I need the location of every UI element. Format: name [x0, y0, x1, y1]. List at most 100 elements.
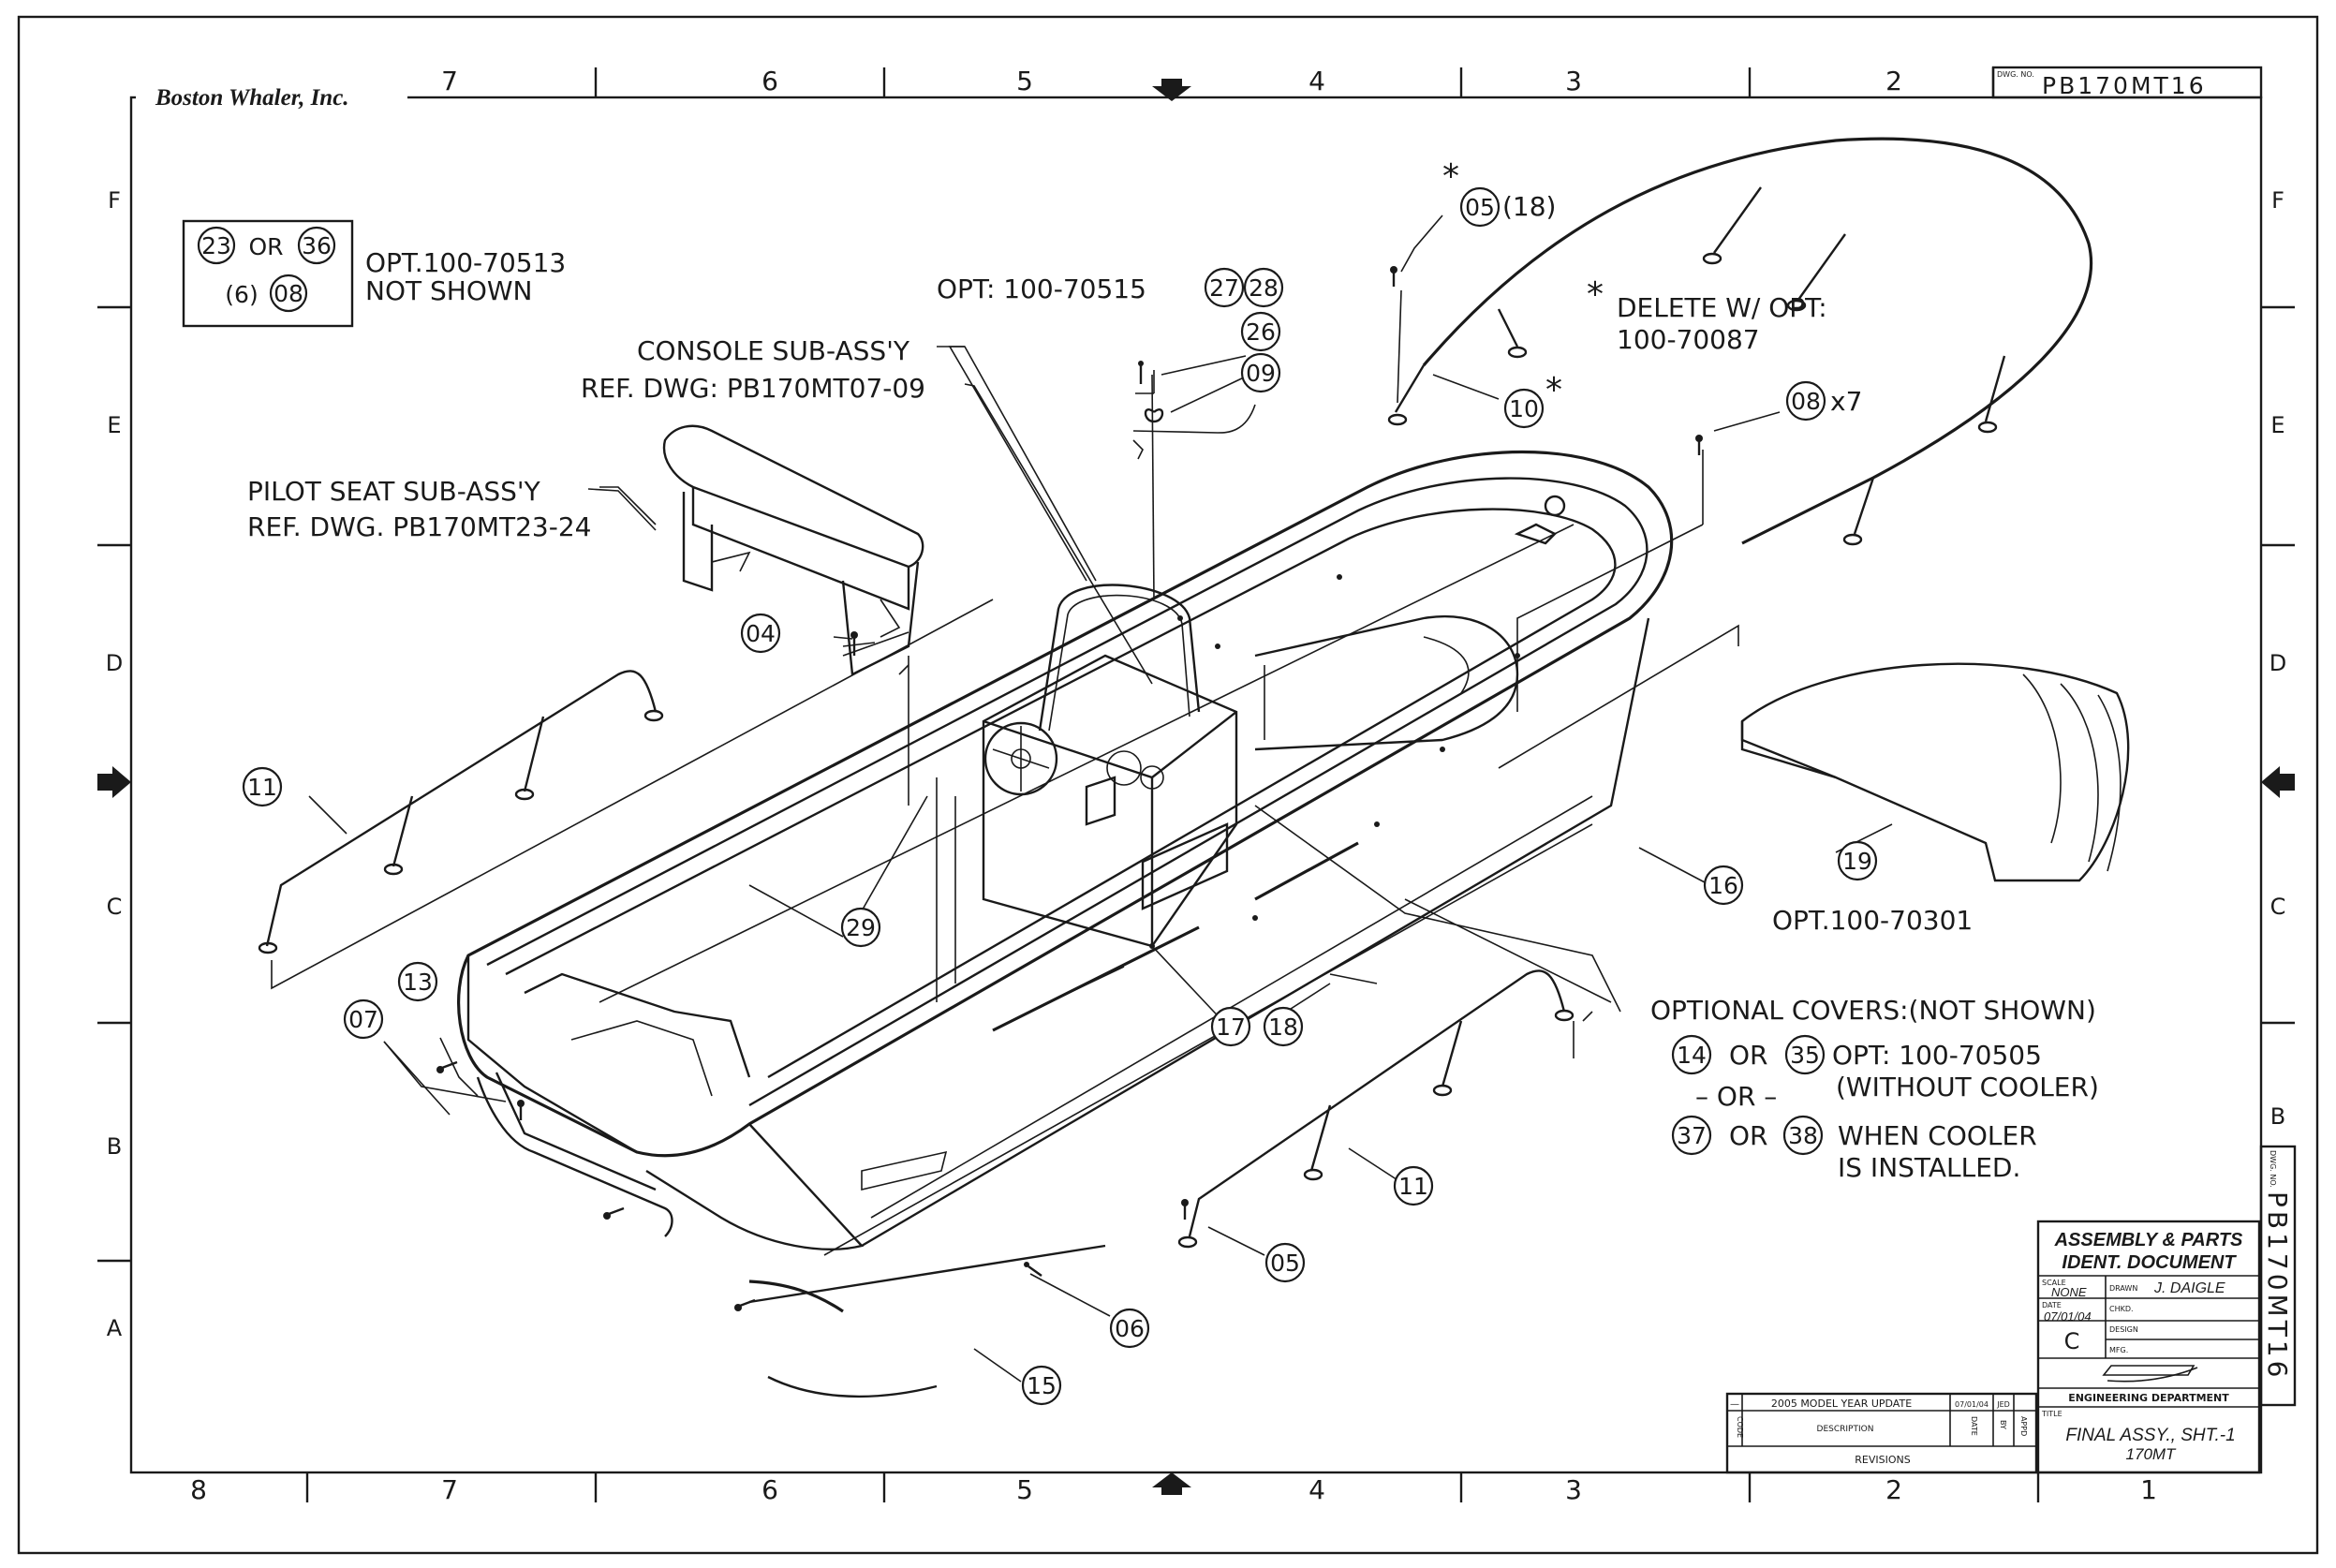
grid-left-D: D [106, 650, 123, 676]
note-covers-opt: OPT: 100-70505 [1832, 1040, 2042, 1071]
grid-top-4: 4 [1308, 66, 1325, 96]
callout-07: 07 [348, 1006, 378, 1033]
note-x7: x7 [1830, 386, 1862, 417]
rev-row-by: JED [1996, 1400, 2010, 1409]
grid-labels-top: 7 6 5 4 3 2 [441, 66, 1902, 96]
callout-23: 23 [201, 232, 231, 259]
asterisk-10: * [1545, 371, 1562, 409]
scale-value: NONE [2051, 1285, 2087, 1299]
grid-bottom-8: 8 [190, 1474, 207, 1505]
chkd-label: CHKD. [2109, 1305, 2134, 1313]
rev-row-date: 07/01/04 [1955, 1400, 1989, 1409]
left-grid-ticks [97, 305, 131, 1263]
note-console-ref: REF. DWG: PB170MT07-09 [581, 373, 925, 404]
callout-38: 38 [1788, 1122, 1818, 1149]
callout-04: 04 [746, 620, 776, 647]
dwg-no-label-side: DWG. NO. [2269, 1150, 2277, 1188]
cushion [1740, 662, 2130, 882]
grid-top-6: 6 [761, 66, 778, 96]
note-without-cooler: (WITHOUT COOLER) [1836, 1072, 2099, 1102]
bottom-grid-ticks [305, 1472, 2040, 1502]
grid-bottom-2: 2 [1885, 1474, 1902, 1505]
t-top [1387, 137, 2093, 546]
callout-27: 27 [1209, 274, 1239, 302]
design-label: DESIGN [2109, 1325, 2138, 1334]
center-arrows [97, 79, 2295, 1495]
right-grid-ticks [2261, 305, 2295, 1025]
callout-28: 28 [1249, 274, 1279, 302]
callout-6-paren: (6) [225, 281, 258, 308]
grid-right-E: E [2270, 412, 2284, 438]
callout-13: 13 [403, 969, 433, 996]
grid-top-2: 2 [1885, 66, 1902, 96]
rev-letter: C [2064, 1328, 2080, 1354]
grid-right-C: C [2270, 894, 2286, 920]
doc-title-1: ASSEMBLY & PARTS [2054, 1230, 2243, 1250]
whaler-logo-icon [2102, 1365, 2198, 1383]
callout-bubbles: 27 28 26 09 05 10 08 04 11 29 16 19 13 0… [242, 186, 1878, 1406]
rev-appd-header: APPD [2019, 1416, 2028, 1436]
rev-code-header: CODE [1736, 1416, 1744, 1438]
label-leaders [587, 346, 1097, 1002]
rev-row-mark: — [1730, 1399, 1739, 1410]
drawn-label: DRAWN [2109, 1284, 2137, 1293]
grid-right-B: B [2270, 1103, 2285, 1130]
boat-hull [457, 451, 1674, 1256]
option-box: 23 OR 36 (6) 08 [182, 219, 354, 328]
title-label: TITLE [2041, 1410, 2062, 1418]
grid-labels-bottom: 8 7 6 5 4 3 2 1 [190, 1474, 2157, 1505]
grid-labels-left: F E D C B A [106, 187, 123, 1341]
rev-footer: REVISIONS [1855, 1454, 1910, 1466]
callout-15: 15 [1027, 1372, 1057, 1399]
grid-top-7: 7 [441, 66, 458, 96]
grid-right-D: D [2269, 650, 2286, 676]
callout-18: 18 [1268, 1013, 1298, 1041]
note-console-subassy: CONSOLE SUB-ASS'Y [637, 335, 910, 366]
callout-09: 09 [1246, 360, 1276, 387]
dwg-number-side: DWG. NO. PB170MT16 [2259, 1145, 2297, 1407]
callout-36: 36 [302, 232, 332, 259]
grid-bottom-5: 5 [1016, 1474, 1033, 1505]
callout-35: 35 [1790, 1042, 1820, 1069]
company-logo: Boston Whaler, Inc. [155, 85, 349, 111]
callout-29: 29 [846, 914, 876, 941]
grid-right-F: F [2271, 187, 2284, 214]
grid-left-B: B [107, 1133, 122, 1160]
callout-08: 08 [1791, 388, 1821, 415]
mfg-label: MFG. [2109, 1346, 2128, 1354]
drawn-by: J. DAIGLE [2153, 1280, 2225, 1296]
rev-row-desc: 2005 MODEL YEAR UPDATE [1771, 1398, 1912, 1410]
stern-rails [476, 1072, 1106, 1398]
note-covers-or-1: OR [1729, 1040, 1768, 1071]
note-pilot-seat-subassy: PILOT SEAT SUB-ASS'Y [247, 476, 541, 507]
grid-left-F: F [108, 187, 121, 214]
asterisks: * * * [1442, 157, 1604, 409]
logo-bg [136, 81, 407, 114]
top-grid-ticks [594, 67, 1995, 97]
callout-17: 17 [1216, 1013, 1246, 1041]
date-label: DATE [2042, 1301, 2062, 1309]
sheet-title-2: 170MT [2126, 1445, 2178, 1463]
note-pilot-seat-ref: REF. DWG. PB170MT23-24 [247, 511, 591, 542]
date-value: 07/01/04 [2044, 1309, 2092, 1324]
callout-14: 14 [1677, 1042, 1707, 1069]
revisions-block: — 2005 MODEL YEAR UPDATE 07/01/04 JED CO… [1725, 1392, 2038, 1474]
bow-rail-right [1177, 969, 1575, 1249]
note-opt-100-70301: OPT.100-70301 [1772, 905, 1973, 936]
note-opt-100-70515: OPT: 100-70515 [937, 274, 1146, 304]
department: ENGINEERING DEPARTMENT [2068, 1392, 2229, 1404]
sheet-title-1: FINAL ASSY., SHT.-1 [2065, 1426, 2235, 1445]
leader-lines [271, 214, 1893, 1383]
grid-top-5: 5 [1016, 66, 1033, 96]
note-opt-100-70513: OPT.100-70513 [365, 247, 566, 278]
callout-26: 26 [1246, 318, 1276, 346]
rev-by-header: BY [1999, 1420, 2007, 1429]
callout-11-upper: 11 [247, 774, 277, 801]
callout-05-top: 05 [1465, 194, 1495, 221]
note-when-cooler: WHEN COOLER [1838, 1120, 2037, 1151]
grid-bottom-1: 1 [2140, 1474, 2157, 1505]
bow-rail-left [258, 670, 664, 954]
note-delete-with-opt: DELETE W/ OPT: [1617, 292, 1827, 323]
inner-border [129, 96, 2263, 1474]
